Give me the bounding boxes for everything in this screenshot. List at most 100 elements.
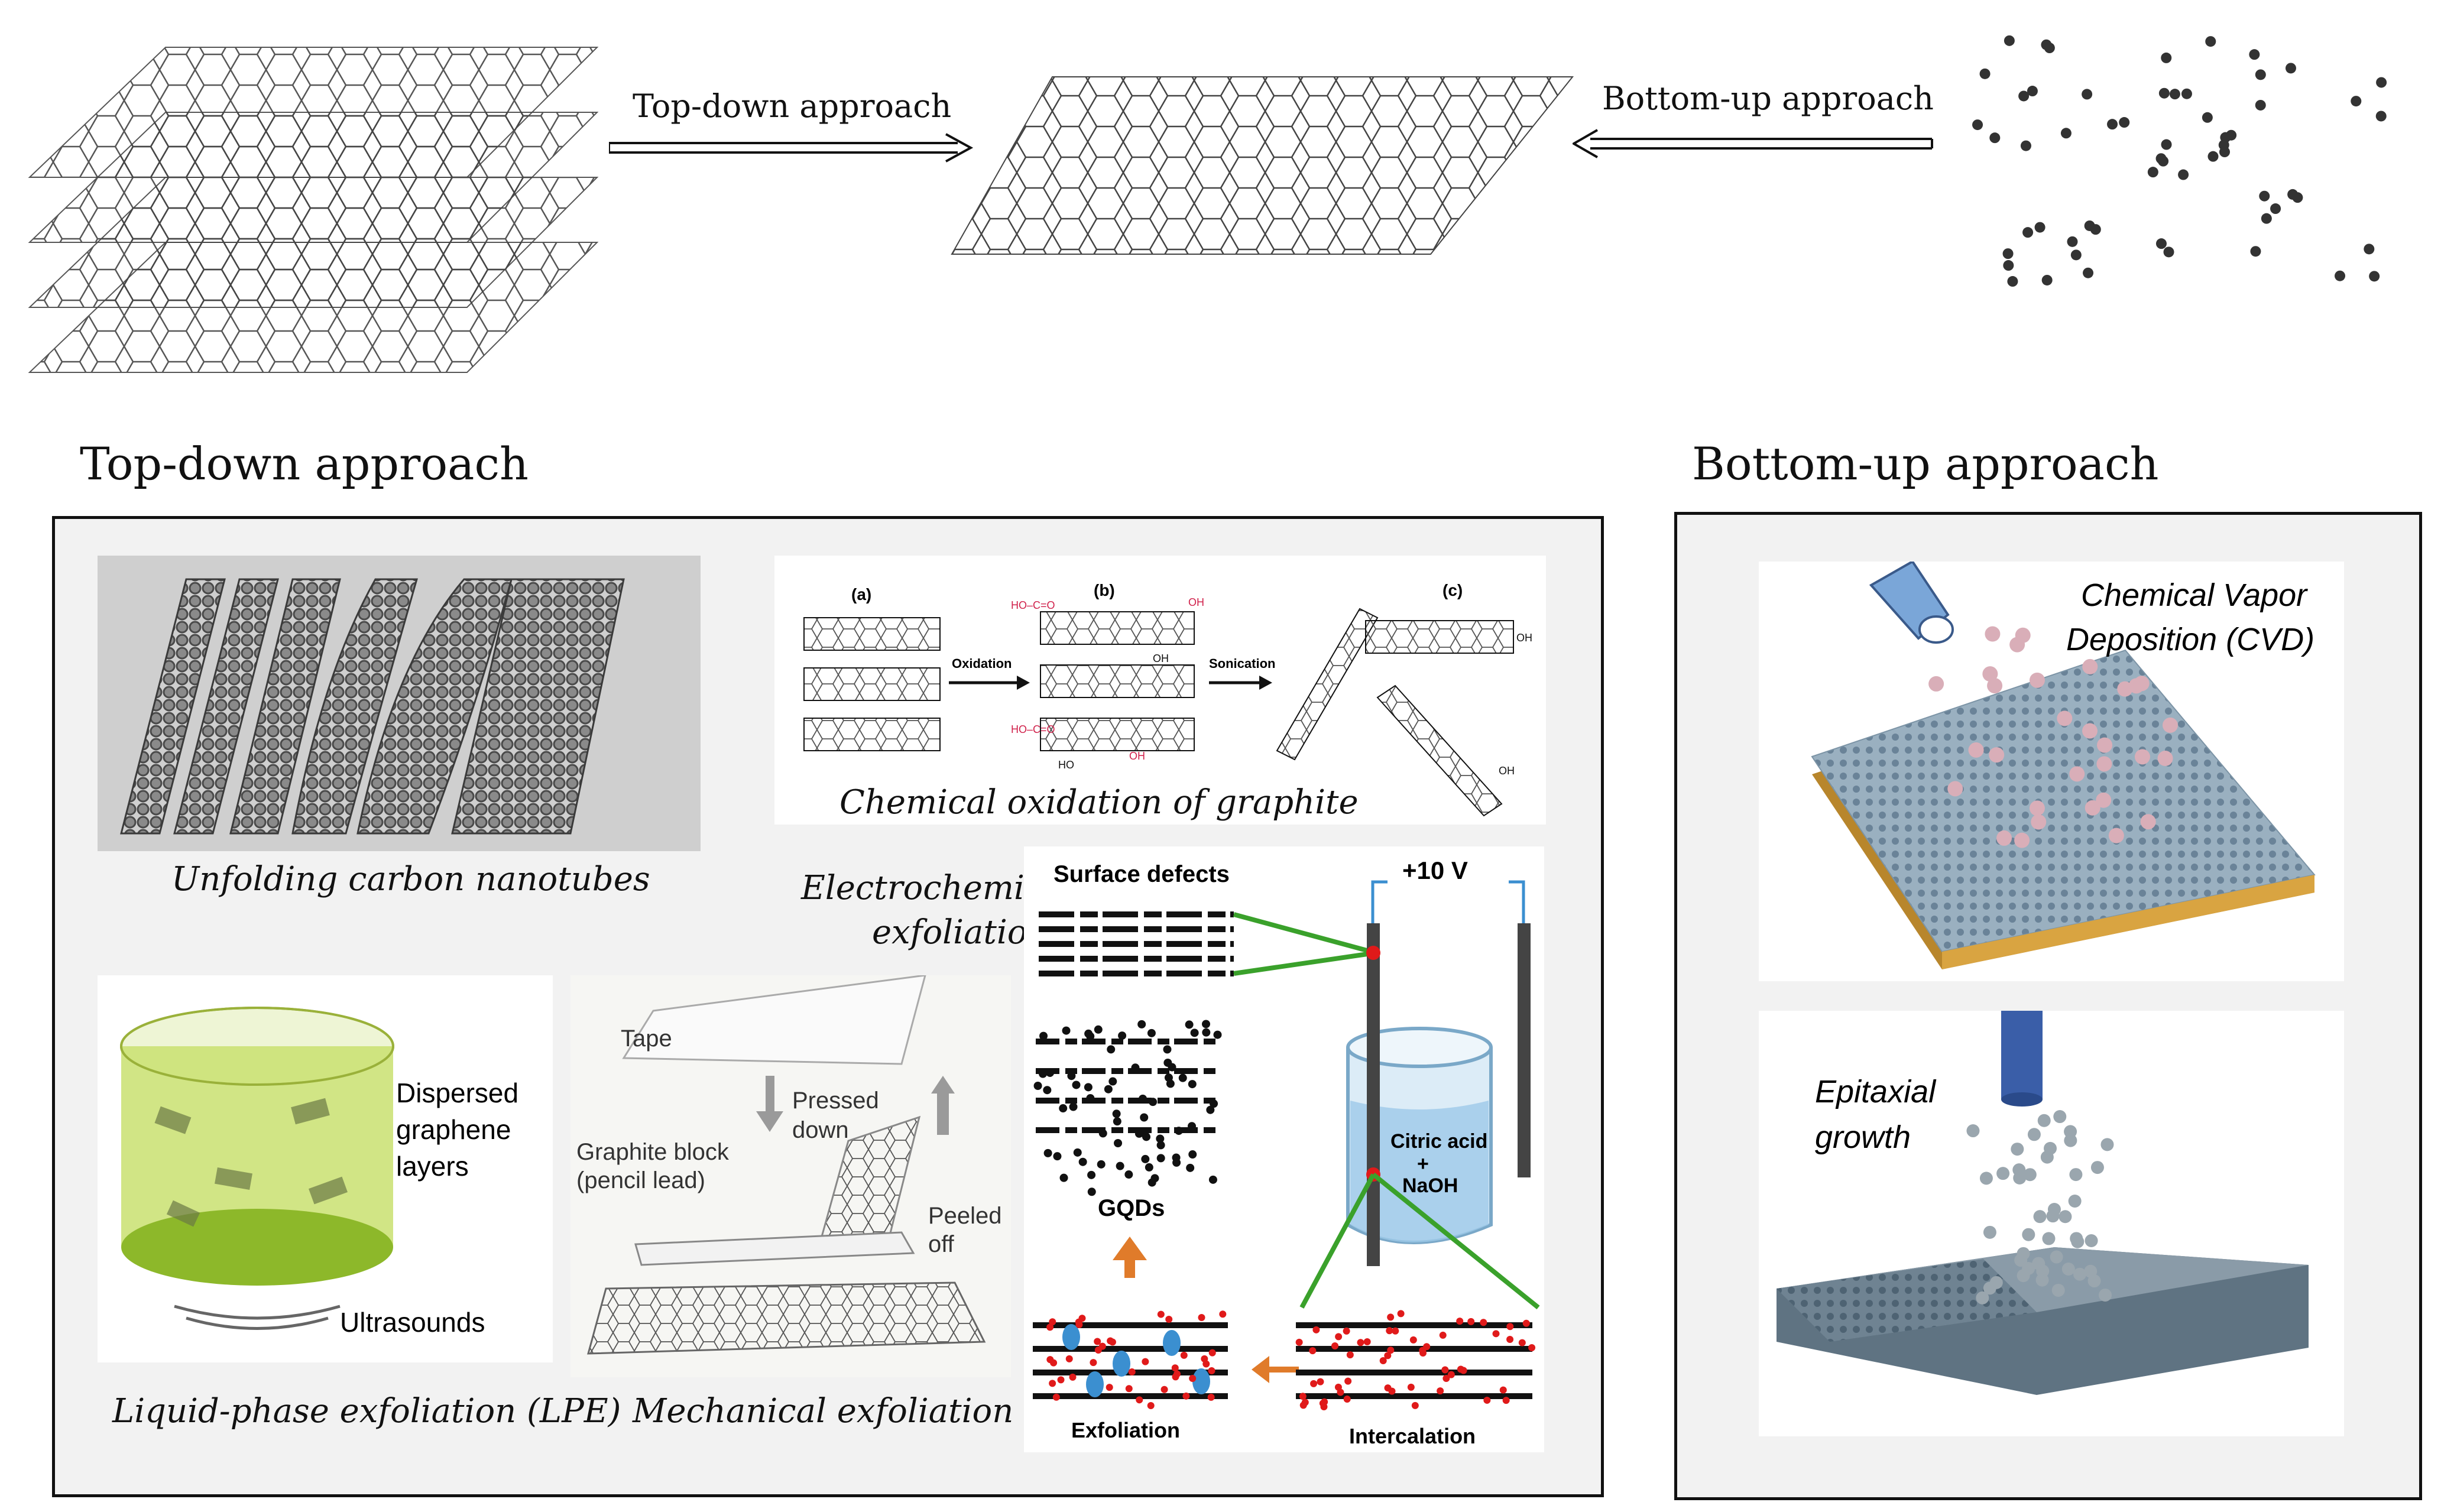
- ion-dot: [1331, 1342, 1339, 1349]
- precursor-particle: [2108, 828, 2124, 843]
- carbon-atom-dot: [2178, 169, 2189, 180]
- beam-particle: [2027, 1128, 2041, 1141]
- ion-dot: [1441, 1366, 1449, 1374]
- ion-dot: [1299, 1401, 1307, 1409]
- ion-dot: [1052, 1393, 1060, 1401]
- dispersed-line2: graphene: [396, 1114, 511, 1145]
- gqd-dot: [1124, 1170, 1133, 1179]
- cvd-line1: Chemical Vapor: [2081, 577, 2308, 613]
- beam-particle: [2012, 1163, 2026, 1177]
- ion-dot: [1522, 1319, 1530, 1327]
- ion-dot: [1147, 1401, 1155, 1409]
- gqd-dot: [1039, 1031, 1048, 1040]
- ion-dot: [1439, 1331, 1447, 1339]
- gqd-dot: [1112, 1109, 1121, 1118]
- mechanical-caption: Mechanical exfoliation: [633, 1392, 1014, 1430]
- ion-dot: [1189, 1374, 1197, 1382]
- beam-particle: [1979, 1172, 1993, 1185]
- carbon-atom-dot: [2155, 153, 2167, 164]
- ion-dot: [1069, 1373, 1077, 1381]
- beam-particle: [2069, 1168, 2083, 1182]
- bottomup-section-title: Bottom-up approach: [1692, 437, 2159, 490]
- electrochem-image: Surface defects +10 V Citric acid + NaOH: [1024, 846, 1544, 1452]
- ion-dot: [1136, 1396, 1143, 1404]
- ion-dot: [1049, 1318, 1056, 1326]
- graphite-line2: (pencil lead): [576, 1167, 705, 1193]
- gqd-dot: [1140, 1113, 1149, 1122]
- carbon-atom-dot: [2255, 69, 2266, 80]
- beam-particle: [2059, 1210, 2072, 1224]
- ion-dot: [1419, 1349, 1427, 1357]
- gqd-dot: [1059, 1104, 1068, 1113]
- ion-dot: [1409, 1336, 1417, 1344]
- precursor-particle: [2009, 637, 2025, 653]
- ion-dot: [1480, 1319, 1487, 1326]
- carbon-atom-dot: [2161, 52, 2172, 63]
- beam-particle: [2017, 1269, 2030, 1283]
- carbon-atom-dot: [2002, 248, 2014, 259]
- lpe-image: Dispersed graphene layers Ultrasounds: [98, 975, 553, 1362]
- ion-dot: [1467, 1318, 1475, 1325]
- gqd-dot: [1137, 1020, 1146, 1028]
- beam-particle: [1976, 1291, 1989, 1305]
- precursor-particle: [2096, 792, 2112, 808]
- ion-dot: [1098, 1342, 1106, 1350]
- gqd-dot: [1073, 1148, 1082, 1157]
- oxidation-label-b: (b): [1094, 581, 1115, 599]
- beam-particle: [2043, 1141, 2057, 1155]
- oxidation-step2: Sonication: [1209, 656, 1275, 671]
- dispersed-line1: Dispersed: [396, 1078, 518, 1108]
- carbon-atom-dot: [2067, 236, 2078, 247]
- carbon-atom-dot: [2369, 271, 2380, 282]
- ion-dot: [1437, 1387, 1444, 1395]
- carbon-atom-dot: [2060, 128, 2072, 139]
- precursor-particle: [2134, 749, 2150, 765]
- ion-dot: [1387, 1313, 1395, 1321]
- ion-dot: [1046, 1323, 1054, 1331]
- carbon-atom-dot: [2027, 86, 2038, 97]
- gqd-dot: [1190, 1028, 1199, 1037]
- ion-dot: [1456, 1318, 1464, 1325]
- gqd-dot: [1145, 1163, 1153, 1172]
- precursor-particle: [1996, 830, 2012, 846]
- ion-dot: [1528, 1344, 1536, 1351]
- gqd-dot: [1141, 1154, 1150, 1163]
- ion-dot: [1182, 1392, 1190, 1400]
- ion-dot: [1219, 1310, 1227, 1318]
- carbon-atom-dot: [2261, 213, 2272, 224]
- carbon-atom-dot: [2070, 249, 2082, 261]
- ion-dot: [1407, 1383, 1415, 1391]
- beam-particle: [1996, 1167, 2010, 1180]
- ion-dot: [1309, 1347, 1317, 1355]
- peeled-line1: Peeled: [928, 1203, 1002, 1229]
- carbon-atom-dot: [2020, 140, 2031, 151]
- carbon-atom-dot: [2169, 89, 2180, 100]
- gqd-dot: [1172, 1158, 1181, 1167]
- beam-particle: [2068, 1195, 2082, 1208]
- beam-particle: [2022, 1228, 2035, 1241]
- left-arrow-icon: [1571, 129, 1933, 158]
- gqd-dot: [1053, 1152, 1062, 1161]
- tape-label: Tape: [621, 1026, 672, 1052]
- ion-dot: [1346, 1351, 1354, 1359]
- gqd-dot: [1033, 1082, 1042, 1091]
- gqd-dot: [1156, 1141, 1165, 1150]
- surface-defects-label: Surface defects: [1053, 861, 1230, 887]
- beam-particle: [2087, 1274, 2101, 1288]
- precursor-particle: [2069, 766, 2085, 782]
- beam-particle: [2011, 1143, 2024, 1156]
- ion-dot: [1492, 1330, 1500, 1338]
- gqd-dot: [1069, 1102, 1078, 1111]
- ion-dot: [1397, 1310, 1405, 1318]
- gqd-dot: [1113, 1117, 1121, 1126]
- beam-particle: [2023, 1168, 2037, 1182]
- voltage-label: +10 V: [1402, 856, 1468, 884]
- beam-particle: [2071, 1235, 2085, 1248]
- beam-particle: [2050, 1250, 2063, 1264]
- gqd-dot: [1097, 1160, 1106, 1169]
- oxide-group-1: HO–C=O: [1011, 599, 1055, 611]
- gqd-dot: [1188, 1080, 1197, 1089]
- gqd-dot: [1062, 1026, 1071, 1035]
- ion-dot: [1506, 1335, 1514, 1343]
- ion-dot: [1379, 1357, 1387, 1365]
